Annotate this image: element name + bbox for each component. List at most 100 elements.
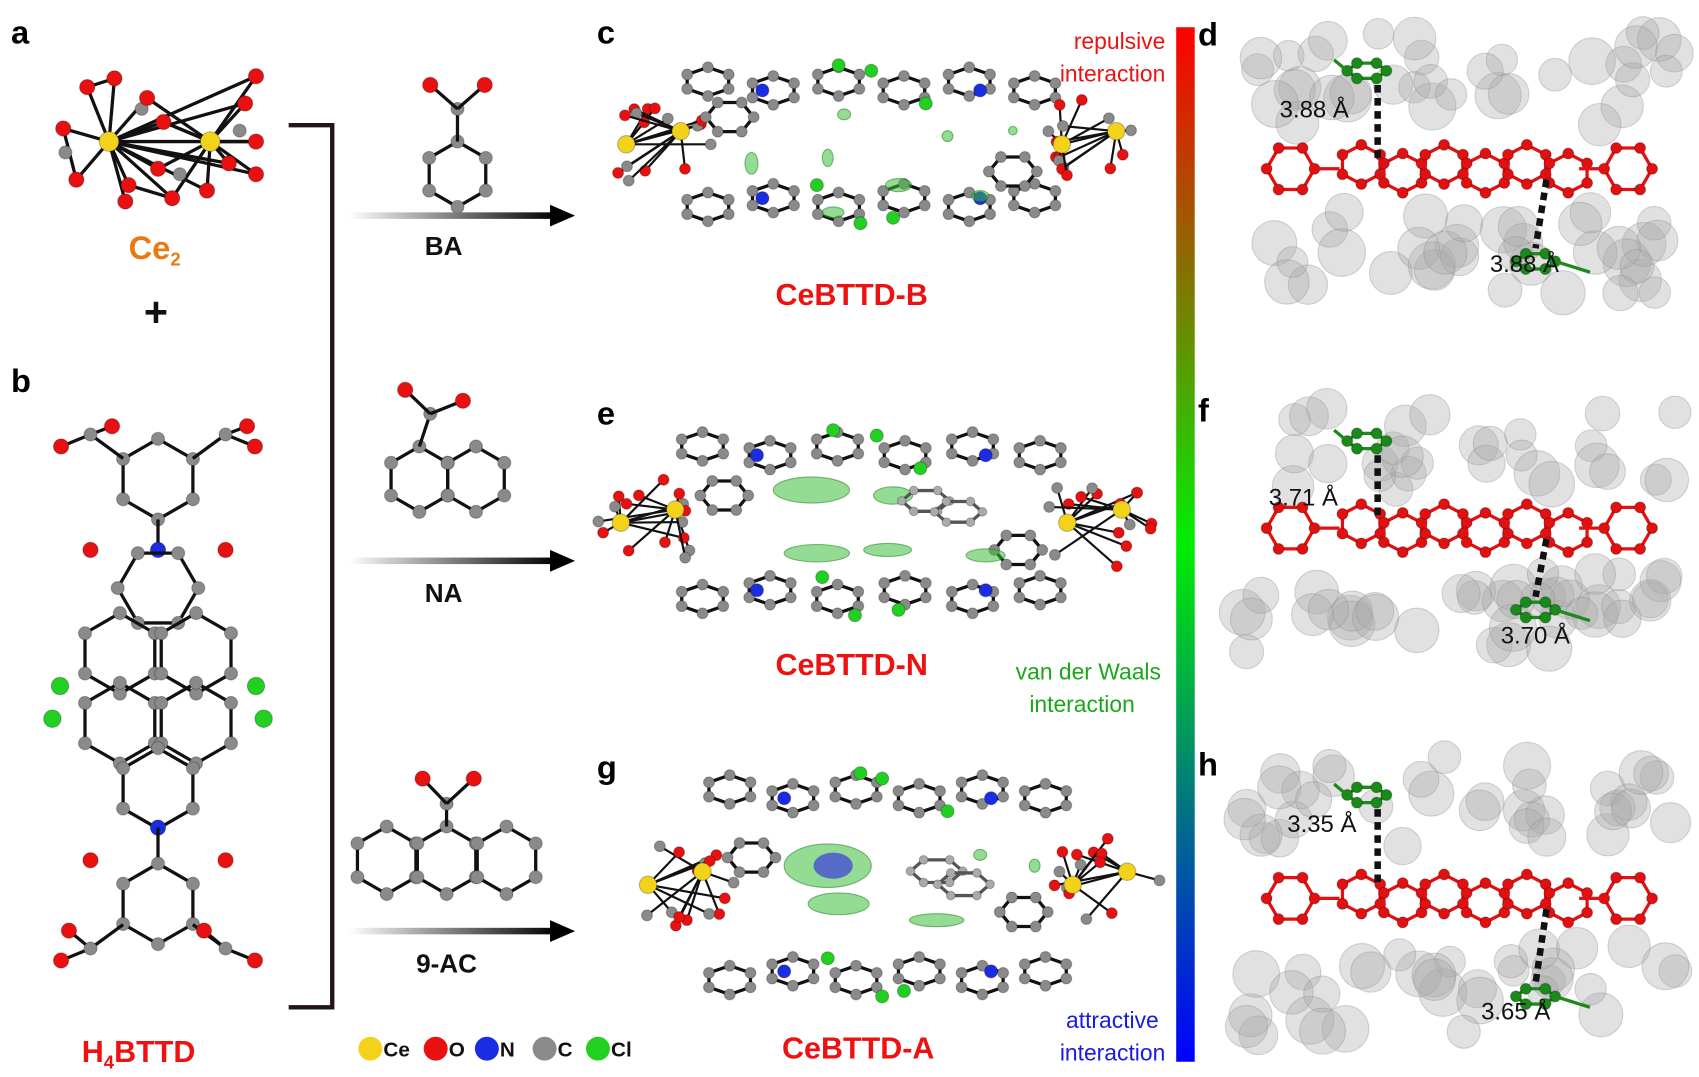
atom bbox=[217, 852, 234, 869]
atom bbox=[1018, 785, 1031, 798]
framework-atom bbox=[1475, 626, 1513, 664]
atom bbox=[1034, 463, 1047, 476]
atom bbox=[810, 447, 823, 460]
interaction-isosurface bbox=[941, 130, 954, 143]
panel-label-g: g bbox=[597, 749, 617, 786]
atom bbox=[955, 790, 968, 803]
atom bbox=[749, 583, 765, 598]
interaction-isosurface bbox=[1028, 858, 1041, 873]
atom bbox=[172, 167, 187, 182]
bond bbox=[195, 611, 232, 635]
atom bbox=[1419, 897, 1432, 910]
atom bbox=[706, 504, 719, 516]
atom bbox=[52, 952, 70, 969]
atom bbox=[1101, 832, 1114, 845]
atom bbox=[1460, 157, 1473, 170]
bond bbox=[1049, 505, 1122, 511]
atom bbox=[831, 58, 846, 73]
framework-atom bbox=[1257, 765, 1302, 810]
atom bbox=[984, 208, 997, 221]
atom bbox=[77, 736, 93, 751]
atom bbox=[1610, 542, 1623, 555]
atom bbox=[1355, 498, 1368, 511]
bond bbox=[84, 741, 121, 765]
framework-atom bbox=[1274, 434, 1315, 474]
atom bbox=[171, 546, 186, 561]
atom bbox=[807, 799, 820, 812]
framework-atom bbox=[1285, 995, 1335, 1045]
arrow-label-na: NA bbox=[425, 578, 463, 608]
atom bbox=[1039, 806, 1052, 819]
atom bbox=[788, 77, 801, 90]
atom bbox=[987, 433, 1000, 446]
atom bbox=[807, 958, 820, 971]
panel-label-a: a bbox=[11, 14, 30, 51]
atom bbox=[1520, 498, 1533, 511]
atom bbox=[832, 90, 845, 103]
atom bbox=[1634, 183, 1647, 196]
atom bbox=[1272, 142, 1285, 155]
framework-atom bbox=[1636, 219, 1679, 262]
atom bbox=[723, 988, 736, 1001]
atom bbox=[784, 456, 797, 469]
atom bbox=[941, 517, 952, 528]
framework-atom bbox=[1618, 750, 1664, 795]
atom bbox=[1075, 490, 1088, 503]
distance-h-1: 3.35 Å bbox=[1287, 810, 1356, 838]
atom bbox=[1024, 558, 1037, 571]
atom bbox=[659, 536, 671, 549]
atom bbox=[918, 96, 933, 111]
atom bbox=[1028, 206, 1041, 219]
atom bbox=[1094, 856, 1107, 869]
atom bbox=[850, 959, 863, 972]
arrow-na: NA bbox=[348, 549, 576, 608]
atom bbox=[1000, 558, 1013, 571]
atom bbox=[918, 185, 931, 197]
atom bbox=[608, 500, 621, 513]
atom bbox=[1520, 178, 1533, 191]
atom bbox=[1272, 542, 1285, 555]
framework-atom bbox=[1287, 264, 1329, 305]
atom bbox=[767, 98, 780, 111]
framework-atom bbox=[1485, 43, 1519, 77]
framework-atom bbox=[1479, 206, 1527, 254]
framework-atom bbox=[1455, 570, 1497, 612]
atom bbox=[764, 434, 776, 447]
framework-atom bbox=[1331, 590, 1374, 632]
atom bbox=[810, 585, 823, 598]
atom bbox=[50, 676, 70, 696]
atom bbox=[150, 741, 166, 756]
atom bbox=[972, 868, 982, 878]
atom bbox=[528, 836, 543, 851]
interaction-isosurface bbox=[821, 206, 845, 219]
cebttd-n-label: CeBTTD-N bbox=[775, 648, 927, 682]
atom bbox=[702, 776, 715, 789]
atom bbox=[1646, 522, 1659, 535]
atom bbox=[852, 433, 865, 446]
framework-atom bbox=[1577, 102, 1622, 147]
framework-atom bbox=[1636, 17, 1682, 62]
atom bbox=[933, 958, 946, 971]
atom bbox=[976, 959, 989, 972]
bracket bbox=[288, 123, 335, 1010]
atom bbox=[79, 78, 96, 96]
atom bbox=[1562, 186, 1575, 199]
atom bbox=[1396, 506, 1409, 519]
bond bbox=[119, 672, 156, 696]
atom bbox=[1272, 871, 1285, 884]
atom bbox=[1438, 537, 1451, 550]
atom bbox=[1013, 442, 1026, 454]
atom bbox=[864, 63, 879, 78]
atom bbox=[955, 981, 968, 994]
atom bbox=[199, 131, 221, 152]
atom bbox=[1260, 162, 1273, 175]
atom bbox=[1519, 982, 1532, 995]
framework-atom bbox=[1594, 792, 1632, 831]
atom bbox=[1509, 603, 1522, 616]
atom bbox=[942, 208, 955, 221]
atom bbox=[116, 876, 131, 891]
atom bbox=[223, 736, 239, 751]
atom bbox=[465, 770, 482, 787]
atom bbox=[1539, 247, 1552, 260]
framework-atom bbox=[1294, 781, 1333, 819]
